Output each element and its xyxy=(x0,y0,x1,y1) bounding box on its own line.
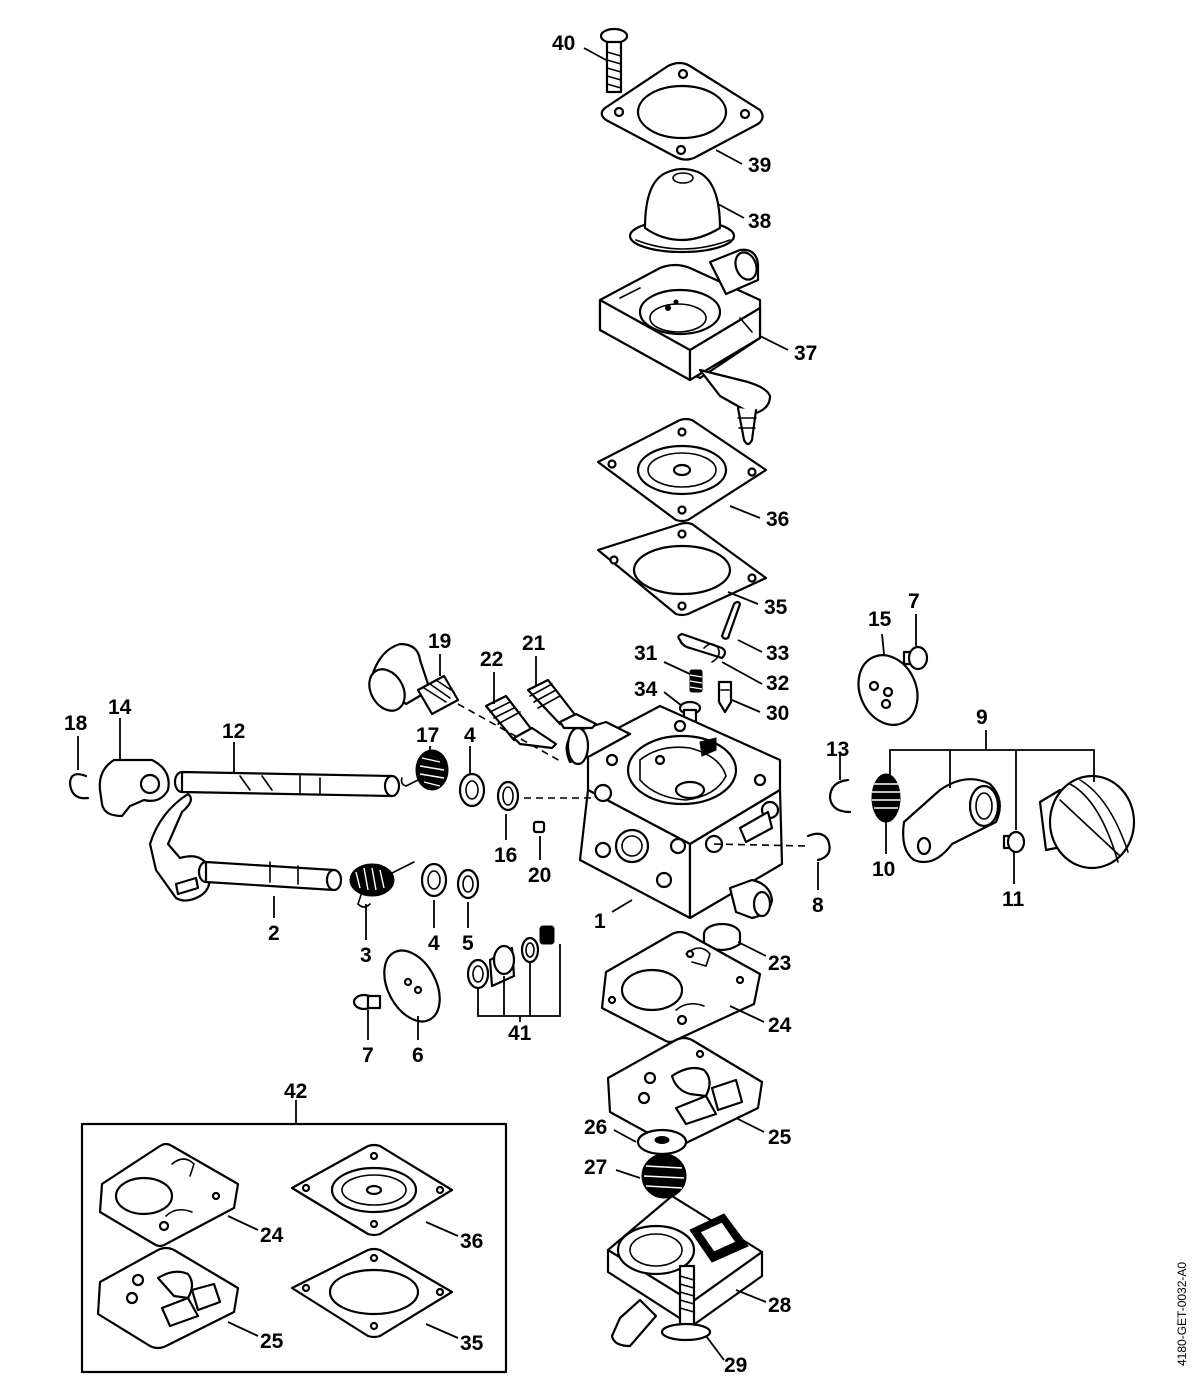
part-gasket-25 xyxy=(606,1036,764,1148)
part-adjusting-screw-21 xyxy=(526,678,598,730)
part-throttle-plate-6 xyxy=(383,949,441,1023)
label-30: 30 xyxy=(766,702,789,725)
label-26: 26 xyxy=(584,1116,607,1139)
label-38: 38 xyxy=(748,210,772,233)
label-13: 13 xyxy=(826,738,849,761)
label-36: 36 xyxy=(766,508,789,531)
label-41: 41 xyxy=(508,1022,532,1045)
part-nozzle-19 xyxy=(368,642,460,716)
part-choke-shaft-12 xyxy=(173,770,401,798)
part-gasket-39 xyxy=(600,61,764,161)
part-spring-10 xyxy=(871,773,901,823)
part-inlet-needle-30 xyxy=(717,680,733,714)
assembly-dashed-lines xyxy=(457,703,807,847)
label-40: 40 xyxy=(552,32,575,55)
label-kit-35: 35 xyxy=(460,1332,484,1355)
part-spring-31 xyxy=(689,669,703,693)
label-15: 15 xyxy=(868,608,892,631)
part-knob-9 xyxy=(1038,774,1136,870)
part-screw-7-upper xyxy=(902,645,929,671)
label-31: 31 xyxy=(634,642,658,665)
label-14: 14 xyxy=(108,696,132,719)
part-screw-29 xyxy=(660,1264,712,1342)
leader-lines xyxy=(77,47,1095,1361)
label-1: 1 xyxy=(594,910,606,933)
part-circlip-18 xyxy=(68,773,90,800)
part-circlip-13 xyxy=(828,778,852,814)
label-11: 11 xyxy=(1002,888,1025,911)
part-adjusting-screw-22 xyxy=(484,694,558,750)
part-washer-26 xyxy=(636,1128,688,1156)
part-circlip-8 xyxy=(806,832,831,862)
label-20: 20 xyxy=(528,864,551,887)
label-12: 12 xyxy=(222,720,245,743)
part-lever-14 xyxy=(98,758,170,818)
label-kit-25: 25 xyxy=(260,1330,284,1353)
label-17: 17 xyxy=(416,724,439,747)
label-5: 5 xyxy=(462,932,474,955)
label-24: 24 xyxy=(768,1014,792,1037)
part-screw-40 xyxy=(599,27,629,94)
label-22: 22 xyxy=(480,648,503,671)
kit-box-42 xyxy=(80,1122,508,1374)
part-screw-34 xyxy=(678,700,702,724)
label-39: 39 xyxy=(748,154,771,177)
callout-labels: 40 39 38 37 36 35 33 32 30 31 34 19 22 2… xyxy=(64,32,1025,1377)
label-10: 10 xyxy=(872,858,895,881)
label-32: 32 xyxy=(766,672,789,695)
part-washer-4-upper xyxy=(458,772,486,808)
label-3: 3 xyxy=(360,944,372,967)
label-23: 23 xyxy=(768,952,791,975)
label-21: 21 xyxy=(522,632,546,655)
label-18: 18 xyxy=(64,712,88,735)
part-pin-33 xyxy=(720,600,742,640)
part-ring-5 xyxy=(456,868,480,900)
part-gasket-24 xyxy=(600,930,762,1044)
part-pin-20 xyxy=(532,820,546,834)
part-screw-7-lower xyxy=(352,993,382,1011)
label-33: 33 xyxy=(766,642,789,665)
label-34: 34 xyxy=(634,678,658,701)
document-code: 4180-GET-0032-A0 xyxy=(1175,1262,1189,1366)
label-25: 25 xyxy=(768,1126,792,1149)
label-16: 16 xyxy=(494,844,517,867)
part-spring-27 xyxy=(641,1153,687,1199)
part-throttle-shaft-2 xyxy=(148,792,343,902)
label-kit-36: 36 xyxy=(460,1230,483,1253)
part-carburetor-body-1 xyxy=(565,704,784,920)
part-gasket-35 xyxy=(596,521,768,617)
part-lever-32 xyxy=(677,632,727,663)
label-29: 29 xyxy=(724,1354,747,1377)
label-35: 35 xyxy=(764,596,788,619)
label-9: 9 xyxy=(976,706,988,729)
label-6: 6 xyxy=(412,1044,424,1067)
label-7-lower: 7 xyxy=(362,1044,374,1067)
part-lever-9 xyxy=(902,778,1001,864)
label-27: 27 xyxy=(584,1156,607,1179)
label-4-upper: 4 xyxy=(464,724,476,747)
part-washer-4-lower xyxy=(420,862,448,898)
label-4-lower: 4 xyxy=(428,932,440,955)
label-7-upper: 7 xyxy=(908,590,920,613)
part-screw-11 xyxy=(1002,830,1026,854)
part-pump-cover-37 xyxy=(598,248,772,446)
part-housing-28 xyxy=(606,1194,764,1348)
part-diaphragm-36 xyxy=(596,417,768,523)
part-kit-41 xyxy=(466,925,555,990)
part-primer-bulb-38 xyxy=(628,167,736,254)
part-cap-23 xyxy=(702,922,742,952)
part-spring-17 xyxy=(400,749,449,791)
label-42: 42 xyxy=(284,1080,307,1103)
label-19: 19 xyxy=(428,630,451,653)
part-ring-16 xyxy=(496,780,520,812)
label-kit-24: 24 xyxy=(260,1224,284,1247)
label-8: 8 xyxy=(812,894,824,917)
part-spring-3 xyxy=(349,861,415,908)
label-37: 37 xyxy=(794,342,817,365)
label-2: 2 xyxy=(268,922,280,945)
label-28: 28 xyxy=(768,1294,792,1317)
part-plate-15 xyxy=(857,654,919,726)
